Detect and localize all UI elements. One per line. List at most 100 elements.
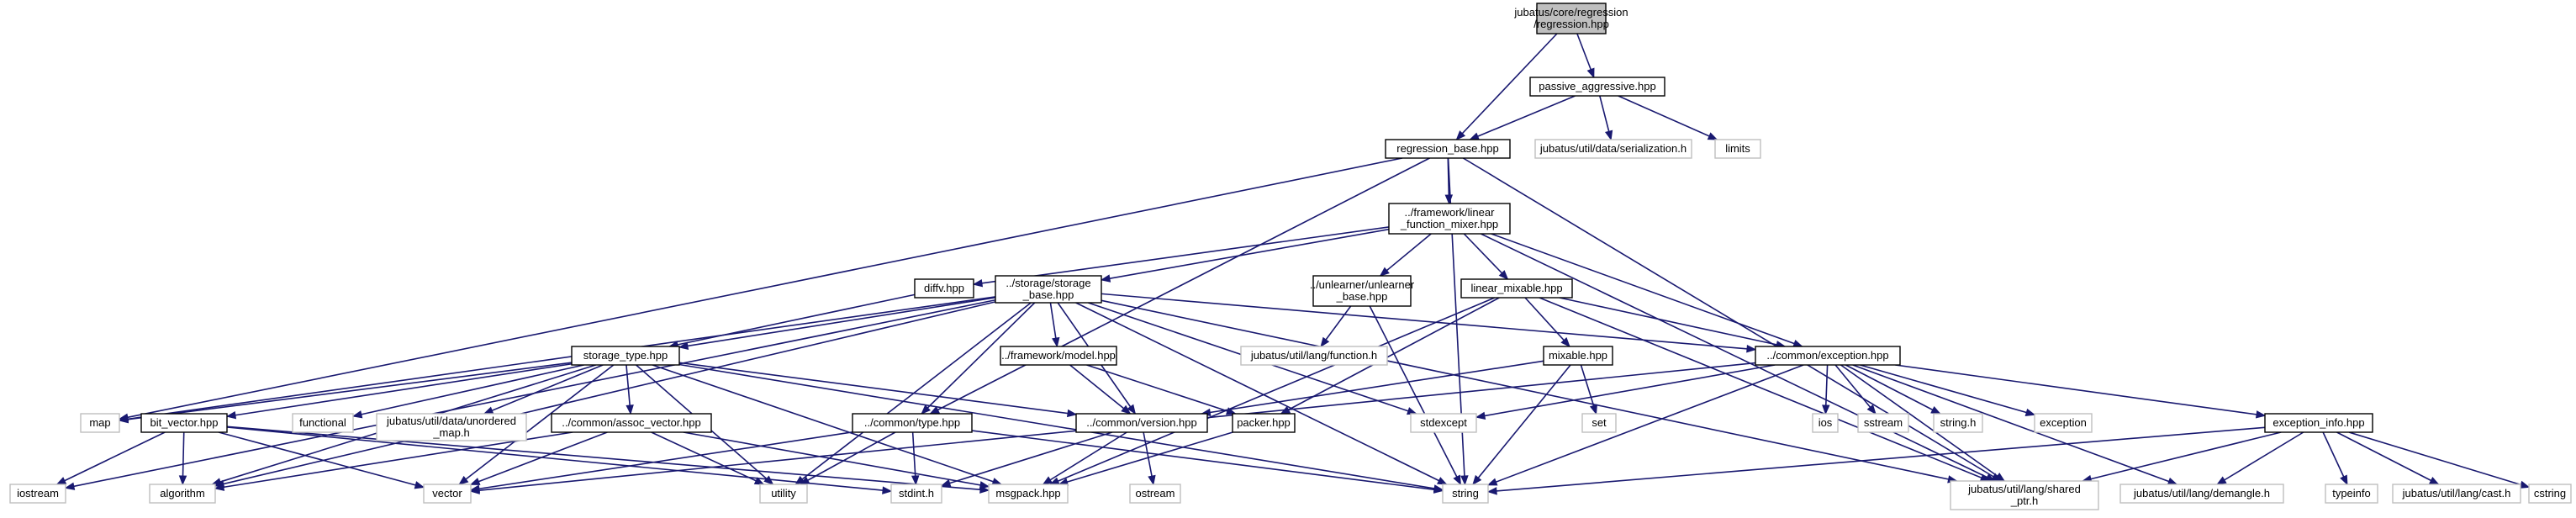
- arrowhead-icon: [469, 484, 481, 493]
- arrowhead-icon: [1469, 132, 1480, 140]
- node-bv[interactable]: bit_vector.hpp: [140, 413, 228, 433]
- node-box: [1950, 480, 2099, 510]
- edge-lfm-to-exc: [1491, 233, 1803, 347]
- node-label: diffv.hpp: [924, 282, 964, 294]
- node-label: jubatus/util/lang/demangle.h: [2133, 487, 2270, 500]
- node-box: [2034, 413, 2093, 433]
- edge-ei-to-cstring: [2348, 431, 2531, 489]
- node-label: stdexcept: [1420, 416, 1467, 429]
- arrowhead-icon: [1746, 345, 1757, 353]
- node-um: jubatus/util/data/unordered_map.h: [376, 413, 527, 441]
- arrowhead-icon: [414, 481, 425, 489]
- node-unl[interactable]: ../unlearner/unlearner_base.hpp: [1310, 275, 1415, 307]
- edge-fm-to-cv: [1069, 364, 1132, 415]
- arrowhead-icon: [225, 410, 237, 420]
- node-label: ../common/assoc_vector.hpp: [562, 416, 700, 429]
- node-box: [1581, 413, 1617, 433]
- edge-av-to-vector: [469, 431, 608, 486]
- arrowhead-icon: [626, 404, 634, 415]
- node-label: _base.hpp: [1336, 290, 1388, 303]
- node-box: [80, 413, 120, 433]
- node-label: ../common/exception.hpp: [1766, 349, 1888, 362]
- node-box: [551, 413, 712, 433]
- edge-av-to-msgpack: [683, 431, 990, 489]
- node-label: jubatus/util/lang/cast.h: [2402, 487, 2511, 500]
- edge-ssb-to-string: [1075, 302, 1448, 485]
- edge-exc-to-sstream: [1834, 364, 1877, 415]
- arrowhead-icon: [1042, 476, 1053, 485]
- node-label: map: [89, 416, 110, 429]
- node-pa[interactable]: passive_aggressive.hpp: [1529, 77, 1665, 97]
- node-ei[interactable]: exception_info.hpp: [2264, 413, 2373, 433]
- arrowhead-icon: [1498, 270, 1509, 280]
- edge-ei-to-demangle: [2216, 431, 2304, 485]
- node-label: ../framework/linear: [1405, 206, 1496, 219]
- edge-rb-to-string: [1447, 157, 1469, 486]
- node-label: jubatus/util/lang/shared: [1967, 483, 2081, 495]
- node-box: [149, 484, 216, 504]
- node-ssb[interactable]: ../storage/storage_base.hpp: [995, 275, 1102, 304]
- edge-ssb-to-fm: [1049, 302, 1060, 348]
- node-msgpack: msgpack.hpp: [988, 484, 1069, 504]
- node-box: [292, 413, 354, 433]
- arrowhead-icon: [1707, 132, 1718, 140]
- node-cast: jubatus/util/lang/cast.h: [2392, 484, 2521, 504]
- node-box: [376, 413, 527, 441]
- node-box: [995, 275, 1102, 304]
- node-diffv[interactable]: diffv.hpp: [914, 278, 974, 299]
- node-label: typeinfo: [2332, 487, 2371, 500]
- node-box: [1240, 346, 1388, 366]
- edge-bv-to-vector: [218, 431, 425, 489]
- node-label: linear_mixable.hpp: [1470, 282, 1562, 294]
- node-ct[interactable]: ../common/type.hpp: [852, 413, 973, 433]
- node-lm[interactable]: linear_mixable.hpp: [1460, 278, 1573, 299]
- node-packer[interactable]: packer.hpp: [1232, 413, 1296, 433]
- edge-bv-to-algorithm: [178, 431, 187, 486]
- node-mixable[interactable]: mixable.hpp: [1543, 346, 1613, 366]
- node-label: msgpack.hpp: [995, 487, 1060, 500]
- edge-ssb-to-exc: [1101, 293, 1757, 353]
- edge-rb-to-shared: [1462, 157, 2002, 482]
- arrowhead-icon: [211, 478, 222, 486]
- edge-ei-to-typeinfo: [2322, 431, 2348, 486]
- edge-exc-to-string: [1486, 364, 1804, 486]
- arrowhead-icon: [351, 410, 363, 419]
- arrowhead-icon: [921, 404, 932, 415]
- node-st[interactable]: storage_type.hpp: [571, 346, 680, 366]
- edge-mixable-to-set: [1580, 364, 1597, 415]
- node-rb[interactable]: regression_base.hpp: [1385, 139, 1511, 159]
- node-box: [1714, 139, 1761, 159]
- node-root[interactable]: jubatus/core/regression/regression.hpp: [1513, 3, 1628, 34]
- node-label: utility: [771, 487, 796, 500]
- arrowhead-icon: [2255, 410, 2267, 419]
- node-exc[interactable]: ../common/exception.hpp: [1755, 346, 1901, 366]
- node-box: [1442, 484, 1489, 504]
- node-label: _base.hpp: [1022, 288, 1074, 301]
- arrowhead-icon: [1930, 405, 1941, 415]
- edge-lm-to-shared: [1539, 297, 1991, 482]
- node-algorithm: algorithm: [149, 484, 216, 504]
- arrowhead-icon: [882, 486, 893, 494]
- edge-pa-to-limits: [1618, 95, 1718, 140]
- arrowhead-icon: [1127, 404, 1137, 415]
- arrowhead-icon: [1444, 194, 1454, 205]
- edge-exc-to-stdexcept: [1475, 364, 1776, 420]
- node-cstring: cstring: [2528, 484, 2572, 504]
- edge-mixable-to-string: [1472, 364, 1571, 486]
- edge-pa-to-rb: [1469, 95, 1576, 140]
- node-av[interactable]: ../common/assoc_vector.hpp: [551, 413, 712, 433]
- node-lfm[interactable]: ../framework/linear_function_mixer.hpp: [1388, 203, 1511, 235]
- edge-mixable-to-cv: [1201, 360, 1544, 417]
- node-fm[interactable]: ../framework/model.hpp: [1000, 346, 1117, 366]
- arrowhead-icon: [1379, 267, 1390, 277]
- node-ostream: ostream: [1129, 484, 1181, 504]
- arrowhead-icon: [1453, 474, 1461, 486]
- node-cv[interactable]: ../common/version.hpp: [1075, 413, 1208, 433]
- arrowhead-icon: [753, 477, 765, 485]
- edge-exc-to-ios: [1822, 364, 1830, 415]
- node-label: regression_base.hpp: [1396, 142, 1498, 155]
- node-label: vector: [432, 487, 462, 500]
- node-box: [1232, 413, 1296, 433]
- node-box: [1755, 346, 1901, 366]
